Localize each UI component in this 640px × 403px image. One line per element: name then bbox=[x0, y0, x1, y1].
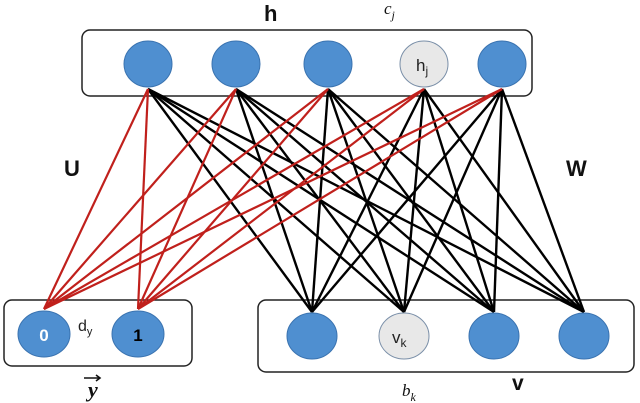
w-edge bbox=[327, 88, 495, 313]
label-node-group bbox=[17, 310, 165, 358]
w-edge bbox=[326, 88, 406, 313]
hidden-node bbox=[123, 40, 173, 88]
w-edge bbox=[423, 88, 585, 313]
label-node-1 bbox=[111, 310, 165, 358]
hidden-node-group bbox=[123, 40, 527, 88]
vector-arrow-icon bbox=[84, 374, 102, 382]
w-edge bbox=[327, 88, 585, 313]
visible-node-label: vk bbox=[392, 328, 408, 350]
u-edge bbox=[43, 88, 329, 310]
u-weight-label: U bbox=[64, 156, 80, 181]
w-edge-group bbox=[147, 87, 586, 314]
hidden-node bbox=[211, 40, 261, 88]
hidden-node-highlighted bbox=[399, 40, 449, 88]
label-node-1-text: 1 bbox=[133, 326, 142, 345]
label-layer-title-text: y bbox=[85, 377, 98, 402]
hidden-node bbox=[303, 40, 353, 88]
u-edge bbox=[136, 88, 150, 310]
u-edge bbox=[43, 88, 149, 310]
visible-node-highlighted bbox=[378, 312, 430, 360]
label-node-0 bbox=[17, 310, 71, 358]
visible-bias-label: bk bbox=[402, 381, 417, 403]
w-edge bbox=[402, 88, 504, 313]
w-weight-label: W bbox=[566, 156, 587, 181]
hidden-layer-title: h bbox=[264, 1, 277, 26]
visible-layer-box bbox=[257, 299, 635, 373]
visible-node bbox=[286, 312, 338, 360]
visible-layer-title: v bbox=[512, 372, 524, 395]
hidden-node-label: hj bbox=[416, 56, 428, 78]
u-edge bbox=[43, 88, 425, 310]
label-layer-title: y bbox=[84, 374, 102, 402]
w-edge bbox=[492, 88, 504, 313]
visible-node bbox=[468, 312, 520, 360]
w-edge bbox=[402, 88, 426, 313]
u-edge-group bbox=[43, 88, 503, 310]
u-edge bbox=[137, 88, 425, 310]
label-node-0-text: 0 bbox=[39, 326, 48, 345]
w-edge bbox=[310, 88, 426, 313]
w-edge bbox=[147, 88, 405, 313]
visible-node bbox=[558, 312, 610, 360]
u-edge bbox=[137, 88, 503, 310]
hidden-bias-label: cj bbox=[384, 0, 396, 22]
w-edge bbox=[234, 88, 314, 313]
w-edge bbox=[310, 88, 330, 313]
u-edge bbox=[43, 88, 503, 310]
u-edge bbox=[43, 88, 237, 310]
w-edge bbox=[500, 88, 586, 313]
label-bias-label: dy bbox=[78, 318, 93, 338]
hidden-node bbox=[477, 40, 527, 88]
visible-node-group bbox=[286, 312, 610, 360]
w-edge bbox=[422, 88, 496, 313]
w-edge bbox=[311, 88, 503, 313]
